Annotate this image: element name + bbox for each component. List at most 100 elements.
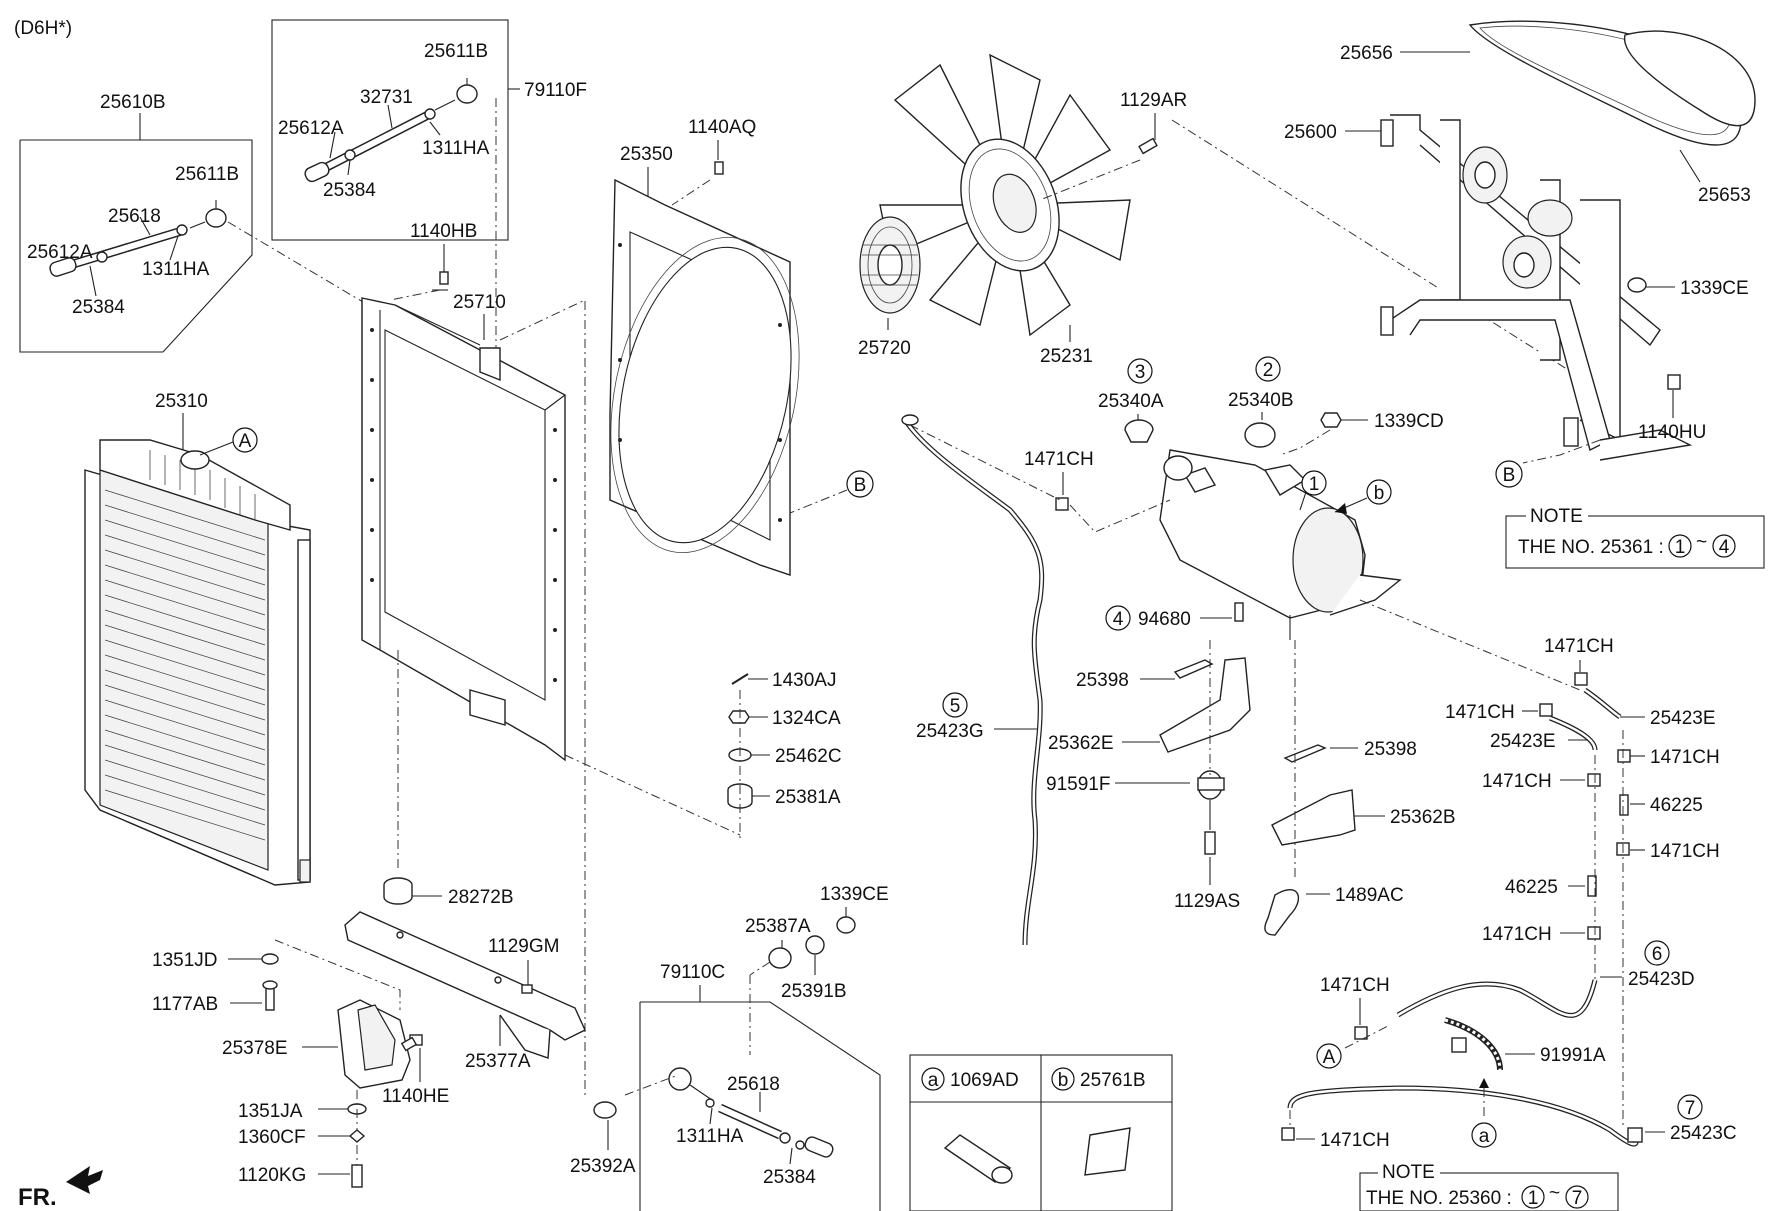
- legend-b-part: 25761B: [1080, 1070, 1146, 1091]
- legend-a-part: 1069AD: [950, 1070, 1019, 1091]
- radiator-frame-25710: [361, 297, 566, 762]
- callout-25377A: 25377A: [465, 1051, 531, 1072]
- callout-94680: 94680: [1138, 609, 1191, 630]
- callout-25423E-a: 25423E: [1650, 708, 1716, 729]
- callout-79110F: 79110F: [524, 80, 587, 101]
- callout-1351JD: 1351JD: [152, 950, 218, 971]
- note-box-25360: NOTE THE NO. 25360 : 1 ~ 7: [1359, 1162, 1619, 1211]
- front-arrow-icon: [66, 1166, 103, 1194]
- callout-25387A: 25387A: [745, 916, 811, 937]
- note-1-title: NOTE: [1530, 506, 1583, 527]
- callout-25310: 25310: [155, 391, 208, 412]
- model-code-label: (D6H*): [14, 18, 72, 39]
- legend-a-sleeve-icon: [943, 1134, 1013, 1184]
- note-2-from: 1: [1528, 1188, 1539, 1209]
- callout-32731: 32731: [360, 87, 413, 108]
- note-2-to: 7: [1572, 1188, 1583, 1209]
- callout-91991A: 91991A: [1540, 1045, 1606, 1066]
- marker-1: 1: [1309, 474, 1320, 495]
- callout-1140HU: 1140HU: [1638, 422, 1706, 443]
- marker-A-radiator-label: A: [239, 431, 252, 452]
- callout-1140AQ: 1140AQ: [688, 117, 756, 138]
- marker-B-shroud: [846, 470, 874, 498]
- callout-25710: 25710: [453, 292, 506, 313]
- legend-b-symbol: b: [1058, 1070, 1069, 1091]
- callout-1339CD: 1339CD: [1374, 411, 1444, 432]
- marker-2: 2: [1263, 360, 1274, 381]
- callout-1471CH-d: 1471CH: [1650, 747, 1720, 768]
- direction-label: FR.: [18, 1184, 57, 1211]
- callout-91591F: 91591F: [1046, 774, 1110, 795]
- callout-25423C: 25423C: [1670, 1123, 1737, 1144]
- callout-25231: 25231: [1040, 346, 1093, 367]
- marker-6: 6: [1652, 944, 1663, 965]
- callout-1339CE-b: 1339CE: [820, 884, 889, 905]
- callout-1311HA-b: 1311HA: [422, 138, 490, 159]
- note-box-25361: NOTE THE NO. 25361 : 1 ~ 4: [1505, 506, 1765, 569]
- callout-1471CH-h: 1471CH: [1320, 975, 1390, 996]
- callout-25398-a: 25398: [1076, 670, 1129, 691]
- callout-25618-b: 25618: [727, 1074, 780, 1095]
- callout-25384-c: 25384: [763, 1167, 816, 1188]
- callout-1311HA-c: 1311HA: [676, 1126, 744, 1147]
- marker-B-bracket-label: B: [1503, 465, 1516, 486]
- callout-1129AR: 1129AR: [1120, 90, 1187, 111]
- callout-25392A: 25392A: [570, 1156, 636, 1177]
- callout-1471CH-c: 1471CH: [1445, 702, 1515, 723]
- callout-25610B: 25610B: [100, 92, 166, 113]
- strap-91991A: [1444, 1017, 1503, 1071]
- cooling-fan-25231: [879, 53, 1131, 337]
- callout-1360CF: 1360CF: [238, 1127, 306, 1148]
- callout-1339CE-a: 1339CE: [1680, 278, 1749, 299]
- marker-3: 3: [1135, 362, 1146, 383]
- hose-kit-25610B: [19, 113, 253, 353]
- mount-pad-28272B: [383, 877, 413, 905]
- callout-25611B-a: 25611B: [175, 164, 239, 185]
- hose-kit-79110F: [271, 19, 520, 241]
- callout-25423G: 25423G: [916, 721, 984, 742]
- callout-25391B: 25391B: [781, 981, 847, 1002]
- level-tube-25423G: [901, 414, 1045, 946]
- callout-46225-b: 46225: [1505, 877, 1558, 898]
- callout-1471CH-e: 1471CH: [1482, 771, 1552, 792]
- callout-25350: 25350: [620, 144, 673, 165]
- callout-1471CH-f: 1471CH: [1650, 841, 1720, 862]
- callout-25384-b: 25384: [323, 180, 376, 201]
- callout-25340A: 25340A: [1098, 391, 1164, 412]
- note-2-tilde: ~: [1549, 1183, 1560, 1204]
- belt-bracket-assembly: [1380, 20, 1756, 461]
- marker-a-hose: a: [1479, 1126, 1490, 1147]
- callout-25653: 25653: [1698, 185, 1751, 206]
- callout-25340B: 25340B: [1228, 390, 1294, 411]
- marker-4: 4: [1113, 609, 1124, 630]
- marker-7: 7: [1685, 1098, 1696, 1119]
- callout-25362B: 25362B: [1390, 807, 1456, 828]
- callout-1177AB: 1177AB: [152, 994, 218, 1015]
- lower-bracket-25378E: [337, 999, 411, 1089]
- callout-1311HA-a: 1311HA: [142, 259, 210, 280]
- note-1-from: 1: [1675, 537, 1686, 558]
- callout-28272B: 28272B: [448, 887, 514, 908]
- callout-1140HE: 1140HE: [382, 1086, 449, 1107]
- fan-clutch-25720: [859, 216, 921, 314]
- callout-1129GM: 1129GM: [488, 936, 559, 957]
- callout-46225-a: 46225: [1650, 795, 1703, 816]
- note-1-tilde: ~: [1696, 532, 1707, 553]
- callout-25423D: 25423D: [1628, 969, 1695, 990]
- callout-25612A-b: 25612A: [278, 118, 344, 139]
- legend-b-pad-icon: [1084, 1127, 1131, 1176]
- callout-25720: 25720: [858, 338, 911, 359]
- callout-25423E-b: 25423E: [1490, 731, 1556, 752]
- callout-25656: 25656: [1340, 43, 1393, 64]
- callout-25462C: 25462C: [775, 746, 842, 767]
- callout-1351JA: 1351JA: [238, 1101, 303, 1122]
- callout-1140HB: 1140HB: [410, 221, 477, 242]
- marker-b-tank: b: [1374, 483, 1385, 504]
- callout-25618-a: 25618: [108, 206, 161, 227]
- callout-1471CH-g: 1471CH: [1482, 924, 1552, 945]
- callout-1430AJ: 1430AJ: [772, 670, 836, 691]
- fan-shroud-25350: [609, 178, 800, 576]
- callout-1489AC: 1489AC: [1335, 885, 1404, 906]
- callout-25381A: 25381A: [775, 787, 841, 808]
- callout-25612A-a: 25612A: [27, 242, 93, 263]
